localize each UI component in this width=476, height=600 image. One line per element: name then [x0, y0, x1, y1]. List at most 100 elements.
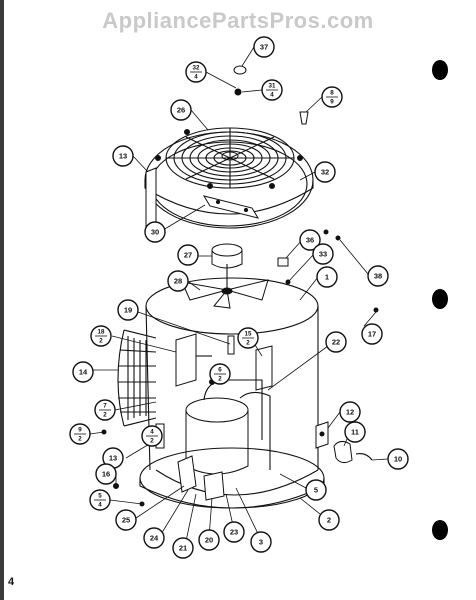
callout-27: 27 — [177, 244, 199, 266]
callout-15-2: 152 — [237, 327, 259, 349]
svg-text:4: 4 — [194, 74, 198, 81]
svg-text:2: 2 — [246, 340, 250, 347]
svg-text:16: 16 — [102, 470, 110, 479]
callout-17: 17 — [361, 323, 383, 345]
svg-text:17: 17 — [368, 330, 376, 339]
svg-text:5: 5 — [98, 493, 102, 500]
leader-lines — [89, 46, 389, 547]
clip — [277, 257, 289, 267]
callout-3: 3 — [250, 531, 272, 553]
bolt — [299, 111, 309, 125]
svg-text:15: 15 — [245, 331, 252, 338]
fan-guard-grille — [165, 127, 295, 189]
svg-text:20: 20 — [205, 536, 213, 545]
screw — [297, 155, 303, 161]
svg-text:22: 22 — [332, 338, 340, 347]
svg-text:33: 33 — [319, 250, 327, 259]
callout-19: 19 — [117, 299, 139, 321]
svg-text:24: 24 — [150, 534, 159, 543]
svg-text:2: 2 — [103, 412, 107, 419]
svg-text:8: 8 — [330, 90, 334, 97]
callout-26: 26 — [170, 99, 192, 121]
callout-8-9: 89 — [321, 86, 343, 108]
svg-text:2: 2 — [78, 436, 82, 443]
callout-21: 21 — [172, 537, 194, 559]
fan-blade — [181, 279, 269, 309]
callout-38: 38 — [367, 265, 389, 287]
side-bracket — [145, 167, 157, 227]
callout-2: 2 — [318, 509, 340, 531]
svg-text:32: 32 — [193, 65, 200, 72]
svg-text:14: 14 — [79, 368, 88, 377]
callout-37: 37 — [253, 36, 275, 58]
svg-text:38: 38 — [374, 272, 382, 281]
svg-text:2: 2 — [99, 338, 103, 345]
callout-20: 20 — [198, 529, 220, 551]
screw — [184, 129, 190, 135]
callout-10: 10 — [387, 448, 409, 470]
svg-text:7: 7 — [103, 403, 107, 410]
condenser-coil — [117, 329, 157, 427]
svg-text:13: 13 — [109, 454, 117, 463]
fan-motor — [211, 243, 243, 290]
svg-text:1: 1 — [325, 273, 329, 282]
valve-cover — [333, 440, 353, 464]
callout-23: 23 — [223, 521, 245, 543]
svg-text:13: 13 — [119, 152, 127, 161]
callout-9-2: 92 — [69, 423, 91, 445]
callout-36: 36 — [299, 229, 321, 251]
callout-18-2: 182 — [90, 325, 112, 347]
svg-text:2: 2 — [218, 376, 222, 383]
callout-4-2: 42 — [141, 425, 163, 447]
control-box — [175, 333, 273, 391]
callout-28: 28 — [167, 270, 189, 292]
screw — [319, 431, 325, 437]
compressor — [155, 379, 271, 475]
svg-text:2: 2 — [150, 438, 154, 445]
callout-33: 33 — [312, 243, 334, 265]
callout-31-4: 314 — [261, 79, 283, 101]
binder-hole-3 — [432, 520, 448, 540]
callout-5: 5 — [305, 479, 327, 501]
svg-text:27: 27 — [184, 251, 192, 260]
nut — [234, 88, 242, 96]
screw — [113, 483, 119, 489]
svg-text:12: 12 — [346, 408, 354, 417]
screw — [373, 307, 379, 313]
callout-5-4: 54 — [89, 489, 111, 511]
svg-text:32: 32 — [321, 168, 329, 177]
svg-text:10: 10 — [394, 455, 402, 464]
screw — [323, 229, 329, 235]
callout-1: 1 — [316, 266, 338, 288]
binder-hole-2 — [432, 289, 448, 309]
callout-6-2: 62 — [209, 363, 231, 385]
svg-text:5: 5 — [314, 486, 318, 495]
svg-text:9: 9 — [330, 99, 334, 106]
binder-hole-1 — [432, 60, 448, 80]
svg-text:18: 18 — [98, 329, 105, 336]
svg-text:11: 11 — [351, 428, 359, 437]
svg-text:37: 37 — [260, 43, 268, 52]
svg-text:6: 6 — [218, 367, 222, 374]
callout-32-4: 324 — [185, 61, 207, 83]
base-pan — [139, 447, 325, 509]
screw — [155, 155, 161, 161]
callout-30: 30 — [144, 221, 166, 243]
callout-7-2: 72 — [94, 399, 116, 421]
svg-text:3: 3 — [259, 538, 263, 547]
svg-text:25: 25 — [122, 516, 130, 525]
watermark: AppliancePartsPros.com — [102, 8, 374, 33]
callout-32: 32 — [314, 161, 336, 183]
svg-text:26: 26 — [177, 106, 185, 115]
svg-text:36: 36 — [306, 236, 314, 245]
callout-16: 16 — [95, 463, 117, 485]
page-number: 4 — [8, 576, 15, 588]
svg-text:2: 2 — [327, 516, 331, 525]
cap — [233, 65, 247, 75]
callout-24: 24 — [143, 527, 165, 549]
callout-22: 22 — [325, 331, 347, 353]
valve — [355, 453, 373, 461]
screw — [335, 235, 341, 241]
